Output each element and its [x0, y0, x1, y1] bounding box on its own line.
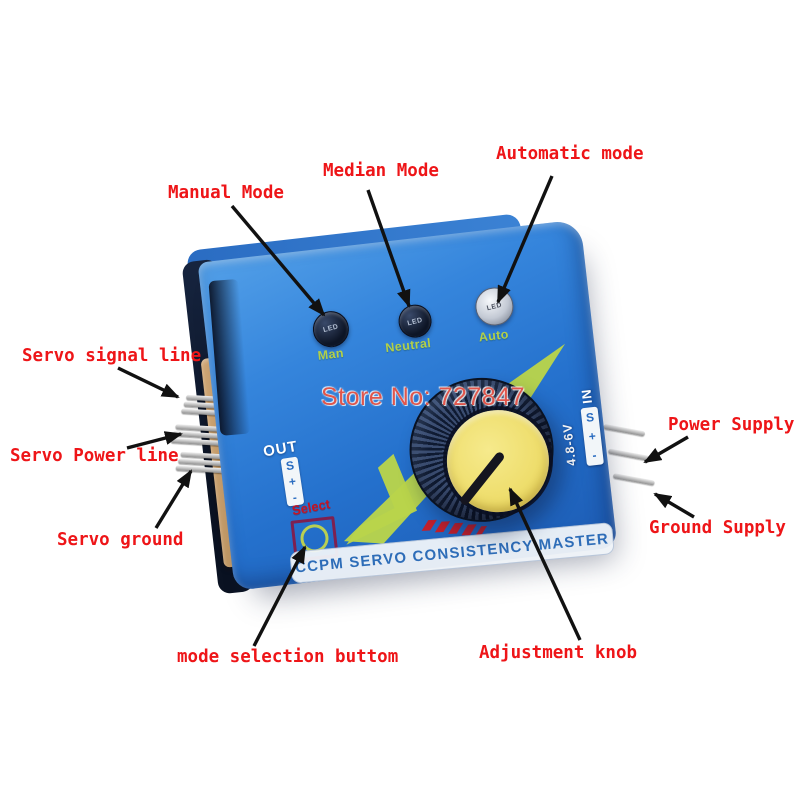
arrow-ground-supply	[653, 492, 695, 519]
in-pin-ground	[612, 473, 655, 486]
adjustment-knob[interactable]	[401, 370, 562, 530]
in-pin-signal	[603, 423, 646, 437]
callout-mode-selection-button: mode selection buttom	[177, 647, 399, 667]
led-text: LED	[322, 323, 340, 335]
out-pin-plus: +	[287, 474, 297, 489]
callout-servo-signal-line: Servo signal line	[22, 346, 202, 366]
in-port-label: IN	[578, 387, 595, 405]
callout-adjustment-knob: Adjustment knob	[479, 643, 638, 663]
led-text: LED	[406, 316, 424, 328]
in-pin-minus: -	[591, 448, 598, 463]
in-pin-power	[607, 448, 651, 462]
callout-median-mode: Median Mode	[323, 161, 439, 181]
callout-automatic-mode: Automatic mode	[496, 144, 644, 164]
in-pin-plus: +	[587, 428, 597, 444]
arrow-servo-signal	[117, 366, 180, 399]
knob-pointer	[460, 452, 504, 505]
callout-ground-supply: Ground Supply	[649, 518, 786, 538]
callout-servo-power-line: Servo Power line	[10, 446, 179, 466]
callout-servo-ground: Servo ground	[57, 530, 184, 550]
arrow-power-supply	[643, 435, 689, 464]
store-watermark: Store No: 727847	[321, 383, 525, 411]
adjustment-knob-top	[441, 404, 555, 518]
out-pin-s: S	[285, 458, 296, 474]
arrow-servo-ground	[154, 469, 193, 529]
led-text: LED	[486, 301, 503, 313]
in-pin-s: S	[585, 409, 595, 425]
servo-tester-device: LED LED LED Man Neutral Auto OUT S + - 4…	[170, 213, 655, 595]
device-front-face: LED LED LED Man Neutral Auto OUT S + - 4…	[197, 219, 618, 591]
callout-power-supply: Power Supply	[668, 415, 795, 435]
callout-manual-mode: Manual Mode	[168, 183, 284, 203]
